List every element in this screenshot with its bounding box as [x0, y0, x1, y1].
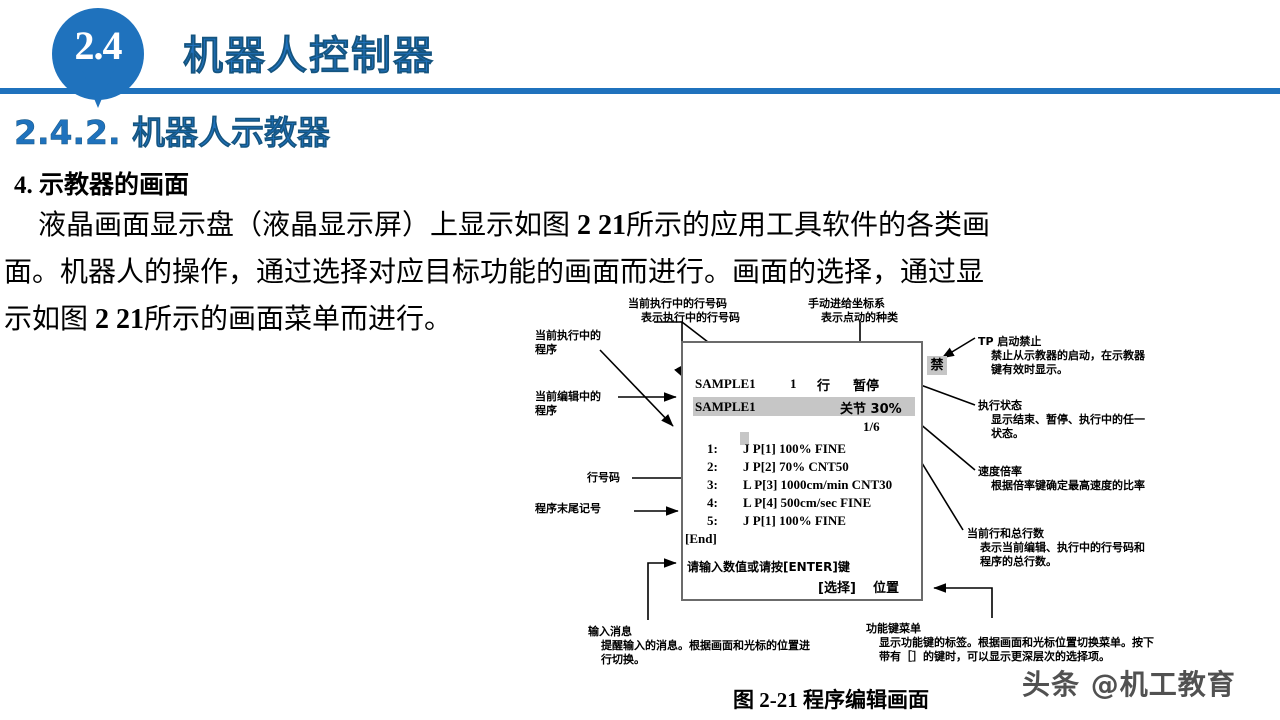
annotation-executing-line-number: 当前执行中的行号码 表示执行中的行号码 — [628, 297, 740, 325]
header-divider-rule — [0, 88, 1280, 94]
annotation-desc-line2: 键有效时显示。 — [991, 363, 1068, 376]
body-paragraph-line-1: 液晶画面显示盘（液晶显示屏）上显示如图 2 21所示的应用工具软件的各类画 — [38, 203, 990, 243]
list-item[interactable]: 3: L P[3] 1000cm/min CNT30 — [695, 477, 921, 495]
lcd-speed-override-value: 关节 30% — [840, 402, 902, 417]
annotation-desc-line1: 显示结束、暂停、执行中的任一 — [991, 413, 1145, 426]
section-number-label: 2.4 — [74, 23, 123, 68]
lcd-line-unit-label: 行 — [817, 379, 831, 394]
body-line3-part-a: 示如图 — [4, 304, 96, 335]
program-line-instruction: J P[1] 100% FINE — [743, 513, 846, 528]
lcd-editing-program-name: SAMPLE1 — [695, 399, 756, 414]
lcd-executing-line-number: 1 — [790, 376, 797, 391]
body-line1-part-a: 液晶画面显示盘（液晶显示屏）上显示如图 — [38, 210, 578, 241]
lcd-cursor-highlight — [740, 432, 749, 445]
annotation-program-end-mark: 程序末尾记号 — [535, 502, 601, 516]
annotation-title-cont: 程序 — [535, 404, 557, 417]
lcd-input-prompt-message: 请输入数值或请按[ENTER]键 — [687, 560, 850, 574]
tp-start-disabled-badge: 禁 — [927, 356, 947, 375]
slide-header: 2.4 机器人控制器 — [0, 0, 1280, 108]
annotation-title: 行号码 — [587, 471, 620, 484]
program-line-instruction: J P[1] 100% FINE — [743, 441, 846, 456]
annotation-title: 当前行和总行数 — [967, 527, 1044, 540]
section-subtitle: 2.4.2. 机器人示教器 — [14, 113, 330, 153]
list-item[interactable]: 5: J P[1] 100% FINE — [695, 513, 921, 531]
function-key-select-button[interactable]: [选择] — [818, 581, 856, 596]
body-line3-figref: 2 21 — [95, 304, 145, 335]
body-paragraph-line-3: 示如图 2 21所示的画面菜单而进行。 — [4, 297, 452, 337]
annotation-desc-line1: 表示当前编辑、执行中的行号码和 — [980, 541, 1145, 554]
annotation-title: 执行状态 — [978, 399, 1022, 412]
body-line3-part-c: 所示的画面菜单而进行。 — [144, 304, 453, 335]
program-line-number: 3: — [707, 477, 718, 492]
watermark: 头条 @机工教育 — [1022, 668, 1236, 701]
lcd-editing-program-row[interactable]: SAMPLE1 关节 30% — [693, 397, 915, 417]
lcd-execution-header-row: SAMPLE1 1 行 暂停 — [695, 376, 913, 396]
annotation-title: 手动进给坐标系 — [808, 297, 885, 310]
annotation-title: 当前执行中的行号码 — [628, 297, 727, 310]
annotation-title: TP 启动禁止 — [978, 335, 1042, 348]
list-item[interactable]: 2: J P[2] 70% CNT50 — [695, 459, 921, 477]
page-title: 机器人控制器 — [183, 33, 435, 80]
annotation-current-and-total-lines: 当前行和总行数 表示当前编辑、执行中的行号码和 程序的总行数。 — [967, 527, 1145, 569]
list-item[interactable]: 1: J P[1] 100% FINE — [695, 441, 921, 459]
annotation-function-key-menu: 功能键菜单 显示功能键的标签。根据画面和光标位置切换菜单。按下 带有［］的键时，… — [866, 622, 1154, 664]
lcd-executing-program-name: SAMPLE1 — [695, 376, 756, 391]
annotation-title-cont: 程序 — [535, 343, 557, 356]
annotation-title: 当前编辑中的 — [535, 390, 601, 403]
body-line1-figref: 2 21 — [577, 210, 627, 241]
program-line-number: 5: — [707, 513, 718, 528]
annotation-desc: 表示点动的种类 — [821, 311, 898, 324]
annotation-editing-program: 当前编辑中的 程序 — [535, 390, 601, 418]
list-item[interactable]: 4: L P[4] 500cm/sec FINE — [695, 495, 921, 513]
annotation-execution-status: 执行状态 显示结束、暂停、执行中的任一 状态。 — [978, 399, 1145, 441]
program-line-number: 4: — [707, 495, 718, 510]
annotation-desc-line2: 带有［］的键时，可以显示更深层次的选择项。 — [879, 650, 1110, 663]
annotation-jog-coordinate-system: 手动进给坐标系 表示点动的种类 — [808, 297, 898, 325]
annotation-line-number: 行号码 — [587, 471, 620, 485]
annotation-desc-line1: 提醒输入的消息。根据画面和光标的位置进 — [601, 639, 810, 652]
teach-pendant-lcd-screen: SAMPLE1 1 行 暂停 SAMPLE1 关节 30% 1/6 1: J P… — [681, 341, 923, 601]
section-number-pin: 2.4 — [52, 8, 144, 108]
annotation-desc-line1: 禁止从示教器的启动，在示教器 — [991, 349, 1145, 362]
annotation-desc: 表示执行中的行号码 — [641, 311, 740, 324]
figure-caption: 图 2-21 程序编辑画面 — [733, 688, 929, 712]
program-line-number: 2: — [707, 459, 718, 474]
program-line-number: 1: — [707, 441, 718, 456]
annotation-desc-line1: 显示功能键的标签。根据画面和光标位置切换菜单。按下 — [879, 636, 1154, 649]
body-lead-text: 4. 示教器的画面 — [14, 172, 190, 199]
annotation-executing-program: 当前执行中的 程序 — [535, 329, 601, 357]
annotation-title: 当前执行中的 — [535, 329, 601, 342]
annotation-speed-override: 速度倍率 根据倍率键确定最高速度的比率 — [978, 465, 1145, 493]
program-line-instruction: L P[4] 500cm/sec FINE — [743, 495, 872, 510]
pin-tail-shape — [78, 60, 118, 108]
annotation-title: 程序末尾记号 — [535, 502, 601, 515]
annotation-title: 速度倍率 — [978, 465, 1022, 478]
function-key-position-button[interactable]: 位置 — [873, 581, 900, 596]
body-lead-heading: 4. 示教器的画面 — [14, 165, 189, 201]
body-line1-part-c: 所示的应用工具软件的各类画 — [626, 210, 991, 241]
lcd-program-end-mark: [End] — [685, 531, 717, 546]
annotation-desc-line2: 状态。 — [991, 427, 1024, 440]
annotation-title: 功能键菜单 — [866, 622, 921, 635]
annotation-input-message: 输入消息 提醒输入的消息。根据画面和光标的位置进 行切换。 — [588, 625, 810, 667]
body-paragraph-line-2: 面。机器人的操作，通过选择对应目标功能的画面而进行。画面的选择，通过显 — [4, 257, 985, 288]
lcd-execution-status: 暂停 — [853, 379, 880, 394]
annotation-tp-start-disabled: TP 启动禁止 禁止从示教器的启动，在示教器 键有效时显示。 — [978, 335, 1145, 377]
lcd-program-listing: 1: J P[1] 100% FINE 2: J P[2] 70% CNT50 … — [695, 441, 921, 531]
annotation-desc-line2: 程序的总行数。 — [980, 555, 1057, 568]
annotation-desc-line2: 行切换。 — [601, 653, 645, 666]
annotation-title: 输入消息 — [588, 625, 632, 638]
program-line-instruction: L P[3] 1000cm/min CNT30 — [743, 477, 893, 492]
program-line-instruction: J P[2] 70% CNT50 — [743, 459, 849, 474]
annotation-desc-line1: 根据倍率键确定最高速度的比率 — [991, 479, 1145, 492]
lcd-line-counter: 1/6 — [863, 419, 880, 434]
